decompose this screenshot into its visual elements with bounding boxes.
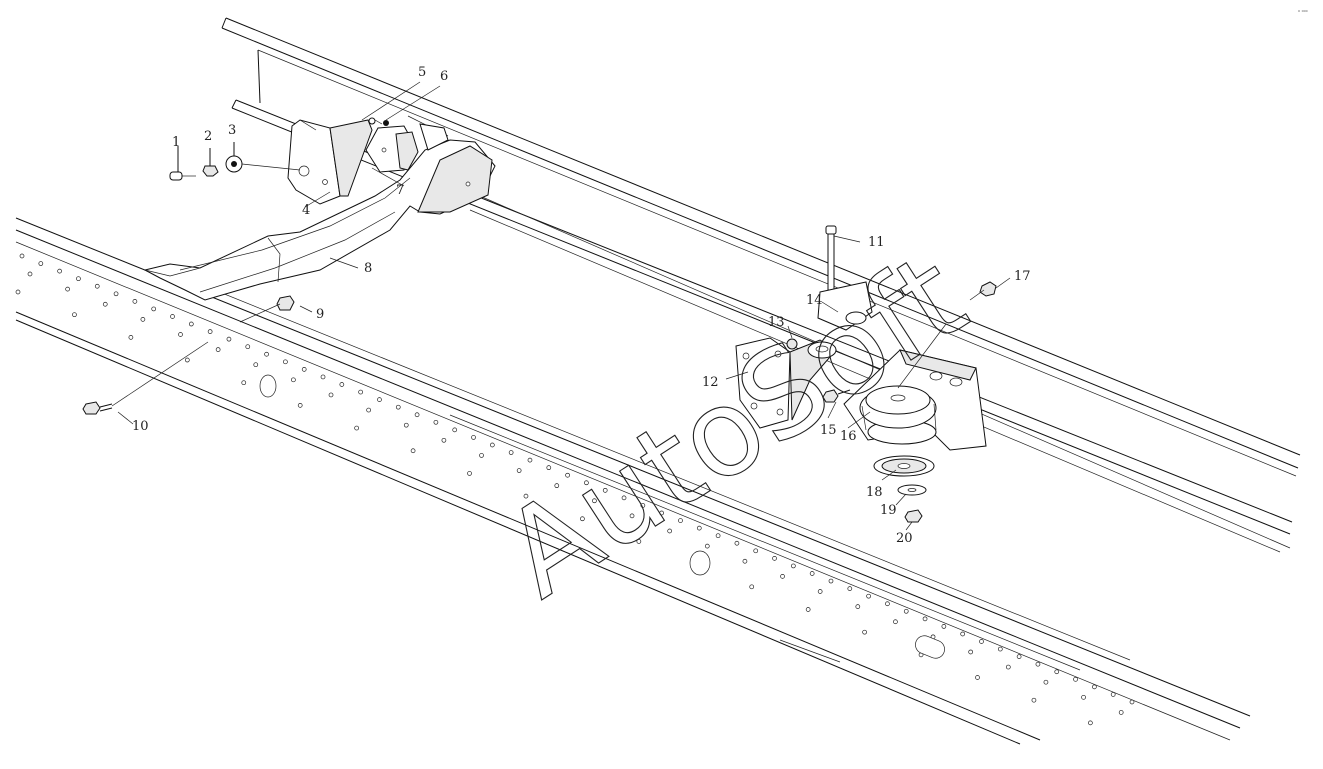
bolt-11-icon — [825, 225, 837, 291]
callout-15: 15 — [820, 423, 837, 438]
leader-lines — [111, 81, 1011, 531]
callout-3: 3 — [228, 123, 236, 138]
mounting-bracket-left — [287, 119, 373, 205]
callout-1: 1 — [172, 135, 180, 150]
rail-oval-opening — [689, 550, 711, 576]
callout-9: 9 — [316, 307, 324, 322]
callout-5: 5 — [418, 65, 426, 80]
callout-10: 10 — [132, 419, 149, 434]
rubber-washer-18-icon — [873, 455, 935, 477]
rail-hole-pattern — [15, 253, 1135, 726]
mounting-plate-12 — [735, 337, 837, 429]
nut-20-icon — [904, 509, 923, 523]
rail-slot-opening — [915, 635, 945, 659]
callout-12: 12 — [702, 375, 719, 390]
callout-13: 13 — [768, 315, 785, 330]
callout-7: 7 — [396, 183, 404, 198]
washer-19-icon — [897, 484, 927, 496]
bolt-1-icon — [169, 146, 196, 181]
callout-8: 8 — [364, 261, 372, 276]
bolt-5-icon — [368, 117, 383, 125]
callout-19: 19 — [880, 503, 897, 518]
bolt-15-icon — [822, 389, 851, 403]
corner-mark: ⁰ ⁰⁰⁰ — [1298, 10, 1308, 16]
nut-6-icon — [383, 120, 389, 126]
bolt-10-icon — [82, 401, 113, 415]
nut-13-icon — [786, 338, 798, 350]
callout-18: 18 — [866, 485, 883, 500]
bracket-14 — [817, 281, 873, 331]
callout-2: 2 — [204, 129, 212, 144]
callout-6: 6 — [440, 69, 448, 84]
callout-16: 16 — [840, 429, 857, 444]
cross-member-tube — [143, 139, 496, 301]
callout-20: 20 — [896, 531, 913, 546]
rail-oval-opening — [259, 374, 277, 398]
engine-mount-bracket — [843, 349, 987, 451]
near-frame-rail — [15, 217, 1251, 745]
callout-17: 17 — [1014, 269, 1031, 284]
callout-11: 11 — [868, 235, 885, 250]
callout-14: 14 — [806, 293, 823, 308]
clamp-block — [365, 115, 449, 187]
nut-2-icon — [202, 148, 219, 177]
washer-3-icon — [225, 142, 301, 173]
callout-4: 4 — [302, 203, 310, 218]
nut-17-icon — [979, 281, 997, 297]
nut-9-icon — [276, 295, 295, 311]
